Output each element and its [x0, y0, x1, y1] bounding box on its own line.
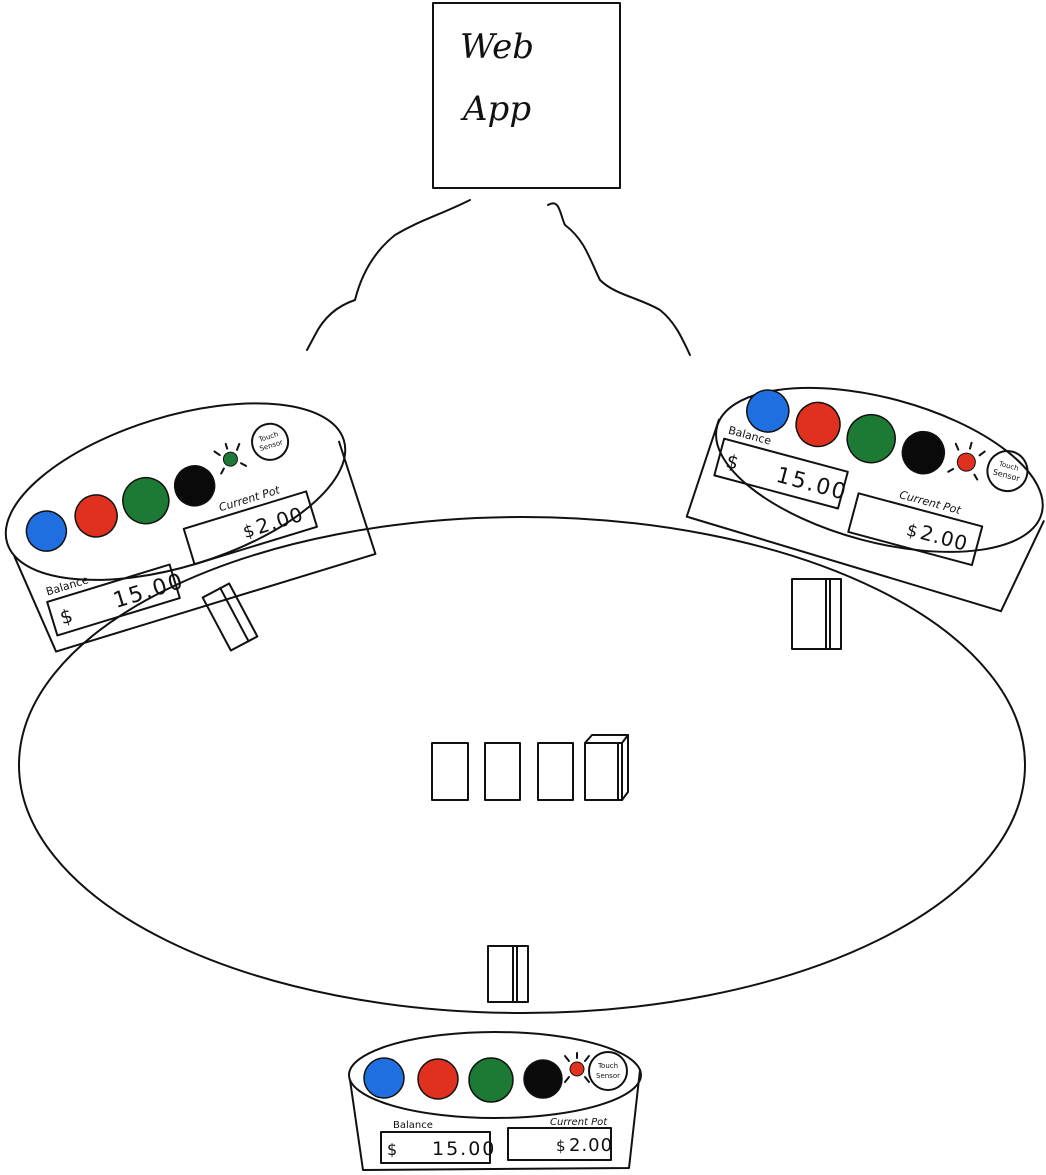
pot-value: 2.00	[569, 1135, 613, 1156]
chip-green[interactable]	[117, 472, 174, 529]
status-led	[213, 440, 246, 473]
balance-value: 15.00	[432, 1138, 496, 1160]
card-deck	[585, 735, 628, 800]
current-pot-display: $ 2.00	[508, 1128, 613, 1160]
community-card-3	[538, 743, 573, 800]
touch-sensor-button[interactable]: Touch Sensor	[983, 447, 1032, 496]
balance-display: $ 15.00	[381, 1132, 496, 1163]
wireless-link-right	[548, 203, 690, 355]
current-pot-label: Current Pot	[550, 1117, 608, 1128]
wireless-link-left	[307, 200, 470, 350]
chip-black[interactable]	[524, 1060, 562, 1098]
balance-label: Balance	[393, 1120, 433, 1131]
chip-black[interactable]	[898, 427, 949, 478]
chip-green[interactable]	[842, 409, 901, 468]
chip-red[interactable]	[791, 398, 845, 452]
web-app-label-line1: Web	[460, 27, 534, 67]
touch-sensor-button[interactable]: Touch Sensor	[248, 419, 293, 464]
player-station-bottom: Touch Sensor Balance $ 15.00 Current Pot…	[349, 1032, 641, 1170]
hole-cards-right	[792, 579, 841, 649]
balance-label: Balance	[44, 573, 90, 598]
touch-sensor-label-line1: Touch	[597, 1062, 618, 1070]
balance-display: $ 15.00	[47, 562, 188, 636]
chip-blue[interactable]	[21, 506, 71, 556]
community-card-1	[432, 743, 468, 800]
chip-red[interactable]	[418, 1059, 458, 1099]
balance-display: $ 15.00	[714, 439, 852, 510]
chip-green[interactable]	[469, 1058, 513, 1102]
web-app-box: Web App	[433, 3, 620, 188]
pot-currency: $	[556, 1137, 566, 1155]
player-station-left: Touch Sensor Balance $ 15.00 Current Pot…	[0, 368, 378, 655]
hole-cards-bottom	[488, 946, 528, 1002]
balance-currency: $	[57, 605, 75, 630]
chip-black[interactable]	[170, 461, 220, 511]
web-app-label-line2: App	[460, 89, 531, 129]
touch-sensor-button[interactable]: Touch Sensor	[589, 1052, 627, 1090]
chip-blue[interactable]	[364, 1058, 404, 1098]
balance-currency: $	[387, 1140, 397, 1159]
player-station-right: Touch Sensor Balance $ 15.00 Current Pot…	[684, 355, 1046, 616]
chip-red[interactable]	[70, 490, 122, 542]
status-led	[565, 1053, 589, 1082]
community-cards	[432, 735, 628, 800]
pot-currency: $	[904, 520, 920, 542]
balance-currency: $	[724, 450, 741, 474]
status-led	[948, 439, 986, 480]
touch-sensor-label-line2: Sensor	[596, 1072, 620, 1080]
community-card-2	[485, 743, 520, 800]
